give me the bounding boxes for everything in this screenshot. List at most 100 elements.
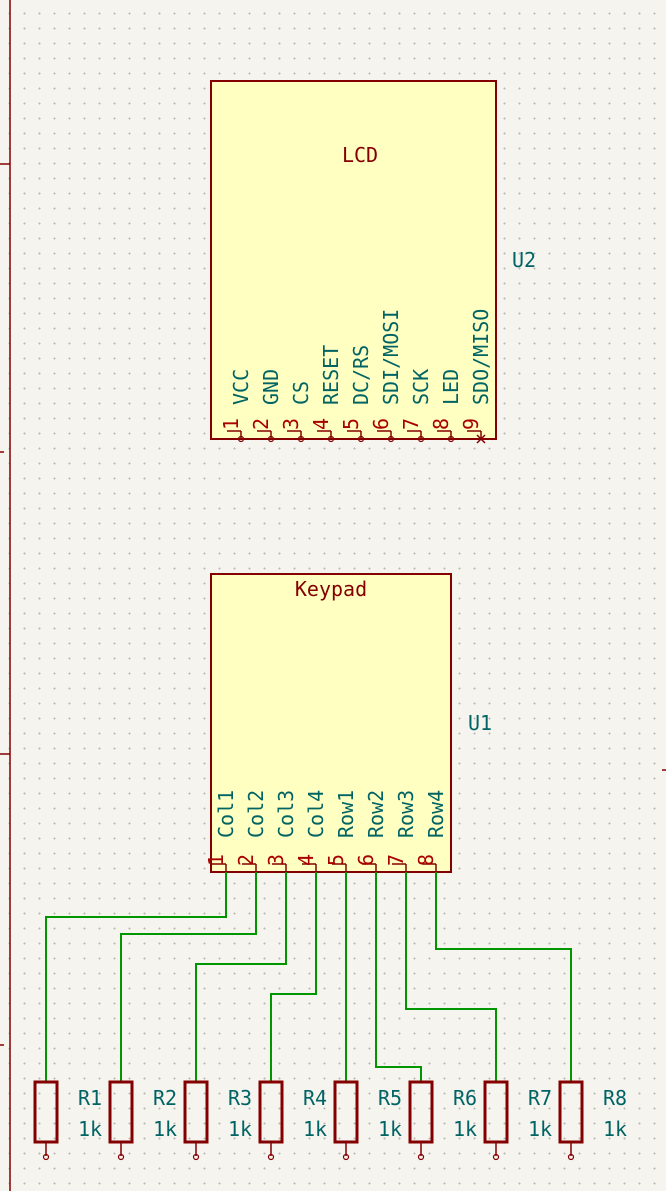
keypad-pin-6[interactable]: 6 Row2 xyxy=(354,790,388,872)
resistor-value-label: 1k xyxy=(303,1117,327,1141)
keypad-pin-number: 1 xyxy=(204,854,228,866)
lcd-pin-3[interactable]: 3 CS xyxy=(279,381,313,443)
resistor-ref-label: R1 xyxy=(78,1086,102,1110)
keypad-ref-label: U1 xyxy=(468,711,492,735)
pin-endpoint xyxy=(492,1153,500,1161)
keypad-pin-1[interactable]: 1 Col1 xyxy=(204,790,238,872)
resistor-body[interactable] xyxy=(183,1080,209,1144)
lcd-pin-name: CS xyxy=(289,381,313,405)
keypad-component[interactable]: Keypad U1 1Col12Col23Col34Col45Row16Row2… xyxy=(204,573,492,873)
lcd-pin-5[interactable]: 5 DC/RS xyxy=(339,345,373,443)
resistor-ref-label: R5 xyxy=(378,1086,402,1110)
resistor-value-label: 1k xyxy=(378,1117,402,1141)
lcd-body[interactable] xyxy=(210,80,497,440)
keypad-pin-7[interactable]: 7 Row3 xyxy=(384,790,418,872)
lcd-pin-number: 9 xyxy=(459,418,483,430)
pin-endpoint xyxy=(327,435,335,443)
keypad-pin-name: Row2 xyxy=(364,790,388,838)
resistor-body[interactable] xyxy=(483,1080,509,1144)
keypad-pin-number: 6 xyxy=(354,854,378,866)
resistor-body[interactable] xyxy=(333,1080,359,1144)
lcd-pin-1[interactable]: 1 VCC xyxy=(219,369,253,443)
wire-row2[interactable] xyxy=(375,872,422,1082)
pin-endpoint xyxy=(297,435,305,443)
resistor-ref-label: R4 xyxy=(303,1086,327,1110)
lcd-pin-number: 5 xyxy=(339,418,363,430)
resistor-ref-label: R6 xyxy=(453,1086,477,1110)
resistor-body[interactable] xyxy=(258,1080,284,1144)
lcd-pin-number: 6 xyxy=(369,418,393,430)
pin-endpoint xyxy=(117,1153,125,1161)
lcd-pin-name: SCK xyxy=(409,369,433,405)
resistor-ref-label: R2 xyxy=(153,1086,177,1110)
lcd-pin-4[interactable]: 4 RESET xyxy=(309,345,343,443)
no-connect-mark xyxy=(476,434,486,444)
keypad-pin-4[interactable]: 4 Col4 xyxy=(294,790,328,872)
lcd-pin-name: RESET xyxy=(319,345,343,405)
resistor-body[interactable] xyxy=(408,1080,434,1144)
resistor-body[interactable] xyxy=(108,1080,134,1144)
pin-endpoint xyxy=(342,1153,350,1161)
keypad-pin-number: 7 xyxy=(384,854,408,866)
wire-row3[interactable] xyxy=(405,872,497,1082)
pin-endpoint xyxy=(267,435,275,443)
resistor-ref-label: R7 xyxy=(528,1086,552,1110)
keypad-pin-name: Col3 xyxy=(274,790,298,838)
pin-endpoint xyxy=(267,1153,275,1161)
keypad-pin-name: Col4 xyxy=(304,790,328,838)
wire-col3[interactable] xyxy=(195,872,287,1082)
lcd-name-label: LCD xyxy=(342,143,378,167)
resistor-value-label: 1k xyxy=(528,1117,552,1141)
lcd-pin-number: 2 xyxy=(249,418,273,430)
wire-row4[interactable] xyxy=(435,872,572,1082)
keypad-pin-name: Col1 xyxy=(214,790,238,838)
keypad-pin-3[interactable]: 3 Col3 xyxy=(264,790,298,872)
keypad-pin-number: 2 xyxy=(234,854,258,866)
lcd-pin-number: 1 xyxy=(219,418,243,430)
wire-col2[interactable] xyxy=(120,872,257,1082)
resistor-value-label: 1k xyxy=(603,1117,627,1141)
lcd-pin-7[interactable]: 7 SCK xyxy=(399,369,433,443)
keypad-pin-number: 3 xyxy=(264,854,288,866)
wires xyxy=(45,872,572,1082)
keypad-pin-name: Row4 xyxy=(424,790,448,838)
pin-endpoint xyxy=(387,435,395,443)
resistor-body[interactable] xyxy=(558,1080,584,1144)
keypad-pin-number: 4 xyxy=(294,854,318,866)
lcd-pin-name: DC/RS xyxy=(349,345,373,405)
lcd-pin-number: 7 xyxy=(399,418,423,430)
lcd-pin-number: 3 xyxy=(279,418,303,430)
lcd-ref-label: U2 xyxy=(512,248,536,272)
pin-endpoint xyxy=(417,1153,425,1161)
keypad-pin-name: Row1 xyxy=(334,790,358,838)
resistor-ref-label: R8 xyxy=(603,1086,627,1110)
lcd-pin-number: 4 xyxy=(309,418,333,430)
resistor-value-label: 1k xyxy=(153,1117,177,1141)
pin-endpoint xyxy=(192,1153,200,1161)
wire-col4[interactable] xyxy=(270,872,317,1082)
lcd-pin-name: VCC xyxy=(229,369,253,405)
keypad-body[interactable] xyxy=(210,573,452,873)
wire-col1[interactable] xyxy=(45,872,227,1082)
keypad-pin-name: Row3 xyxy=(394,790,418,838)
resistor-body[interactable] xyxy=(33,1080,59,1144)
